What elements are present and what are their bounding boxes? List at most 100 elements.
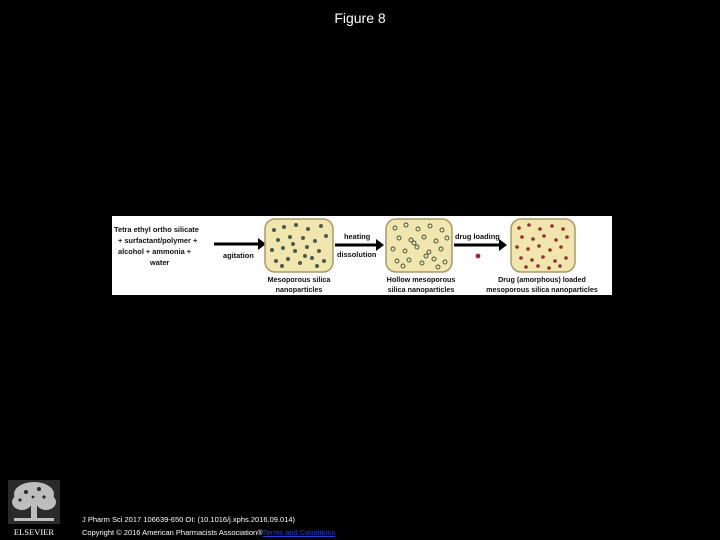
hollow-particle <box>400 263 406 269</box>
solid-particle <box>324 234 328 238</box>
drug-dot <box>565 235 569 239</box>
drug-dot <box>517 226 521 230</box>
drug-loaded-silica-box <box>510 218 576 273</box>
hollow-particle <box>431 256 437 262</box>
drug-dot <box>537 244 541 248</box>
step-label-drug-loading: drug loading <box>455 232 500 241</box>
drug-dot <box>541 255 545 259</box>
stage2-caption-line-2: silica nanoparticles <box>388 285 455 294</box>
hollow-particle <box>438 246 444 252</box>
drug-dot <box>519 256 523 260</box>
drug-dot <box>515 245 519 249</box>
hollow-particle <box>394 258 400 264</box>
drug-dot <box>530 258 534 262</box>
input-line-1: Tetra ethyl ortho silicate <box>114 225 199 234</box>
drug-dot <box>520 235 524 239</box>
hollow-particle <box>396 235 402 241</box>
solid-particle <box>294 223 298 227</box>
hollow-particle <box>421 234 427 240</box>
drug-dot <box>561 227 565 231</box>
drug-loading-arrow <box>454 239 507 251</box>
solid-particle <box>310 256 314 260</box>
hollow-silica-box <box>385 218 453 273</box>
elsevier-logo-icon: ELSEVIER <box>8 480 60 537</box>
elsevier-logo-text: ELSEVIER <box>14 527 54 537</box>
solid-particle <box>315 264 319 268</box>
hollow-particle <box>403 222 409 228</box>
drug-dot <box>554 238 558 242</box>
stage1-caption-line-1: Mesoporous silica <box>268 275 332 284</box>
drug-dot <box>536 264 540 268</box>
terms-and-conditions-link[interactable]: Terms and Conditions <box>262 528 336 537</box>
drug-dot <box>558 264 562 268</box>
drug-dot <box>542 234 546 238</box>
drug-dot <box>526 247 530 251</box>
step-label-heating: heating <box>344 232 371 241</box>
hollow-particles <box>390 222 450 270</box>
hollow-particle <box>392 225 398 231</box>
solid-particle <box>281 246 285 250</box>
hollow-particle <box>414 244 420 250</box>
solid-particle <box>276 238 280 242</box>
drug-dot <box>527 223 531 227</box>
solid-particle <box>298 261 302 265</box>
step-label-dissolution: dissolution <box>337 250 377 259</box>
mesoporous-silica-box <box>264 218 334 273</box>
solid-particle <box>291 242 295 246</box>
stage3-caption-line-1: Drug (amorphous) loaded <box>498 275 586 284</box>
solid-particle <box>313 239 317 243</box>
solid-particle <box>319 224 323 228</box>
hollow-particle <box>402 248 408 254</box>
drug-dot <box>524 265 528 269</box>
copyright-line: Copyright © 2016 American Pharmacists As… <box>82 528 335 537</box>
solid-particle <box>282 225 286 229</box>
drug-dot <box>553 259 557 263</box>
drug-dot <box>550 224 554 228</box>
drug-dot <box>531 237 535 241</box>
hollow-particle <box>419 260 425 266</box>
agitation-arrow <box>214 238 266 250</box>
drug-dot <box>538 227 542 231</box>
hollow-particle <box>442 259 448 265</box>
synthesis-diagram: Tetra ethyl ortho silicate + surfactant/… <box>112 216 612 295</box>
hollow-particle <box>435 264 441 270</box>
hollow-particle <box>427 223 433 229</box>
solid-particle <box>274 259 278 263</box>
solid-particle <box>280 264 284 268</box>
hollow-particle <box>433 238 439 244</box>
copyright-text: Copyright © 2016 American Pharmacists As… <box>82 528 263 537</box>
drug-dot <box>559 245 563 249</box>
drug-dot <box>548 248 552 252</box>
solid-particle <box>301 236 305 240</box>
solid-particle <box>288 235 292 239</box>
hollow-particle <box>411 240 417 246</box>
solid-particles <box>270 223 328 268</box>
input-line-4: water <box>149 258 169 267</box>
heating-dissolution-arrow <box>335 239 384 251</box>
step-label-agitation: agitation <box>223 251 254 260</box>
solid-particle <box>322 259 326 263</box>
drug-dot <box>547 266 551 270</box>
solid-particle <box>293 249 297 253</box>
solid-particle <box>305 245 309 249</box>
solid-particle <box>270 248 274 252</box>
solid-particle <box>286 257 290 261</box>
solid-particle <box>272 228 276 232</box>
hollow-particle <box>415 226 421 232</box>
drug-dots <box>515 223 569 270</box>
solid-particle <box>303 254 307 258</box>
figure-title: Figure 8 <box>334 10 386 26</box>
citation-text: J Pharm Sci 2017 106639-650 OI: (10.1016… <box>82 515 296 524</box>
stage2-caption-line-1: Hollow mesoporous <box>387 275 456 284</box>
solid-particle <box>317 249 321 253</box>
hollow-particle <box>423 253 429 259</box>
drug-dot <box>564 256 568 260</box>
synthesis-diagram-svg: Tetra ethyl ortho silicate + surfactant/… <box>114 218 598 294</box>
solid-particle <box>306 227 310 231</box>
input-line-2: + surfactant/polymer + <box>118 236 198 245</box>
stage3-caption-line-2: mesoporous silica nanoparticles <box>486 285 598 294</box>
drug-molecule-icon <box>475 253 481 259</box>
hollow-particle <box>390 246 396 252</box>
hollow-particle <box>439 227 445 233</box>
stage1-caption-line-2: nanoparticles <box>276 285 323 294</box>
